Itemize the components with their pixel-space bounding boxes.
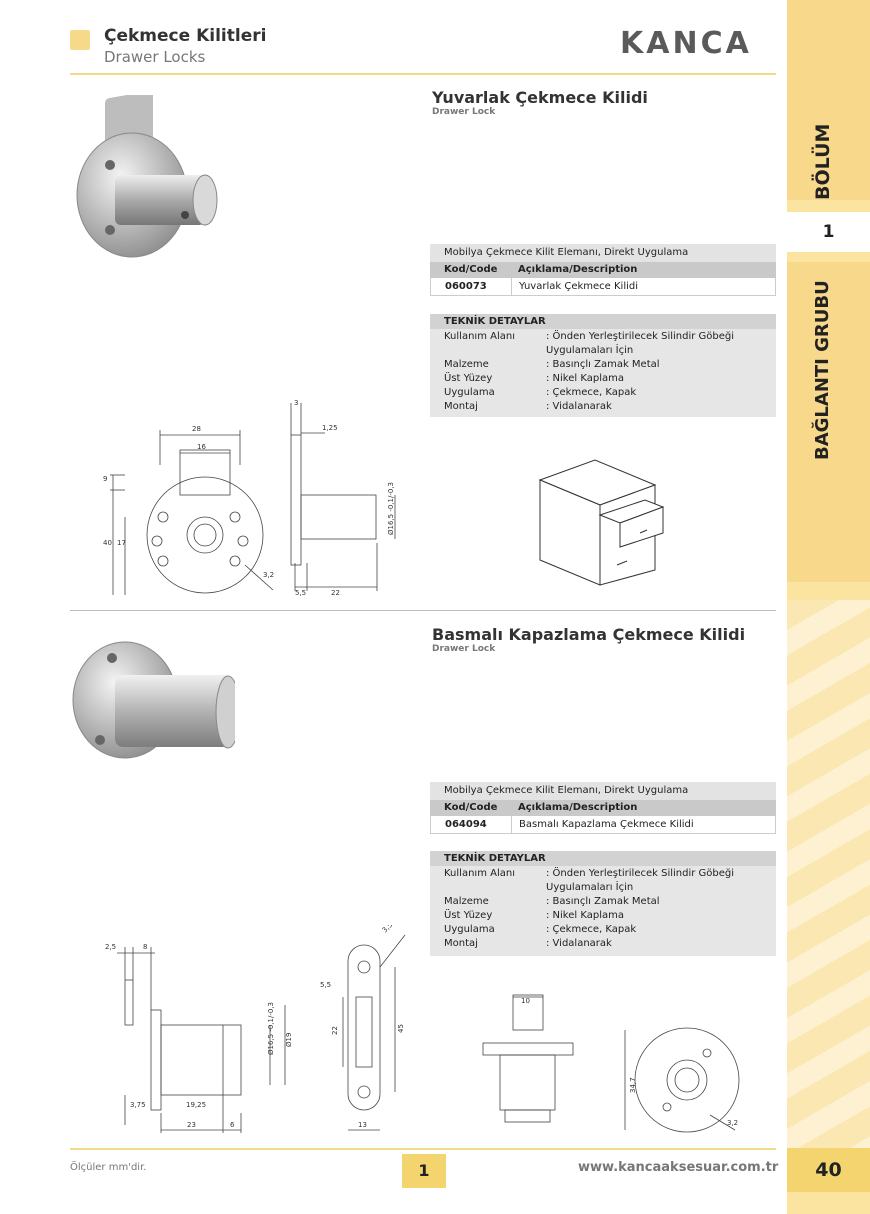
tech-value: Uygulamaları İçin bbox=[546, 345, 634, 356]
page-number: 40 bbox=[787, 1148, 870, 1192]
tech-value: : Önden Yerleştirilecek Silindir Göbeği bbox=[546, 868, 735, 879]
tech-key: Malzeme bbox=[444, 896, 489, 907]
tech-key: Montaj bbox=[444, 938, 478, 949]
brand-logo: KANCA bbox=[620, 26, 752, 61]
product1-subtitle: Drawer Lock bbox=[432, 107, 496, 117]
cabinet-illustration bbox=[538, 459, 665, 586]
dim-label: 19,25 bbox=[186, 1101, 206, 1109]
product2-title: Basmalı Kapazlama Çekmece Kilidi bbox=[432, 625, 746, 644]
page-title: Çekmece Kilitleri bbox=[104, 26, 267, 46]
dim-label: 28 bbox=[192, 425, 201, 433]
product2-subtitle: Drawer Lock bbox=[432, 644, 496, 654]
dim-label: Ø19 bbox=[285, 1033, 293, 1047]
section-divider bbox=[70, 610, 776, 611]
col-code-header: Kod/Code bbox=[444, 264, 498, 275]
product2-tech-title: TEKNİK DETAYLAR bbox=[430, 851, 776, 866]
col-desc-header: Açıklama/Description bbox=[518, 264, 638, 275]
dim-label: 16 bbox=[197, 443, 206, 451]
tech-key: Üst Yüzey bbox=[444, 910, 493, 921]
tech-key: Uygulama bbox=[444, 387, 495, 398]
tech-value: : Önden Yerleştirilecek Silindir Göbeği bbox=[546, 331, 735, 342]
dim-label: 45 bbox=[397, 1024, 405, 1033]
header-divider bbox=[70, 73, 776, 75]
side-decoration bbox=[787, 600, 870, 1160]
dim-label: 23 bbox=[187, 1121, 196, 1129]
tech-value: : Çekmece, Kapak bbox=[546, 924, 637, 935]
dim-label: 3,2 bbox=[263, 571, 274, 579]
dim-label: 34,7 bbox=[629, 1077, 637, 1093]
tech-key: Malzeme bbox=[444, 359, 489, 370]
dim-label: 40 bbox=[103, 539, 112, 547]
footer-note: Ölçüler mm'dir. bbox=[70, 1162, 147, 1173]
tech-key: Kullanım Alanı bbox=[444, 868, 515, 879]
product2-code-table: Mobilya Çekmece Kilit Elemanı, Direkt Uy… bbox=[430, 782, 776, 834]
tech-value: : Çekmece, Kapak bbox=[546, 387, 637, 398]
tech-value: : Vidalanarak bbox=[546, 938, 612, 949]
dim-label: 3 bbox=[294, 399, 298, 407]
product2-photo bbox=[72, 641, 235, 759]
product1-photo bbox=[76, 95, 218, 258]
dim-label: 6 bbox=[230, 1121, 235, 1129]
side-section-block bbox=[787, 0, 870, 200]
product1-tech-title: TEKNİK DETAYLAR bbox=[430, 314, 776, 329]
dim-label: Ø16,5 -0,1/-0,3 bbox=[267, 1002, 275, 1055]
tech-key: Üst Yüzey bbox=[444, 373, 493, 384]
side-group-label: BAĞLANTI GRUBU bbox=[812, 280, 833, 460]
dim-label: 17 bbox=[117, 539, 126, 547]
tech-key: Montaj bbox=[444, 401, 478, 412]
dim-label: 5,5 bbox=[320, 981, 331, 989]
table-row: 064094 Basmalı Kapazlama Çekmece Kilidi bbox=[430, 816, 776, 834]
product2-table-header: Kod/Code Açıklama/Description bbox=[430, 800, 776, 816]
header-marker bbox=[70, 30, 90, 50]
product1-table-header: Kod/Code Açıklama/Description bbox=[430, 262, 776, 278]
table-row: 060073 Yuvarlak Çekmece Kilidi bbox=[430, 278, 776, 296]
tech-value: : Nikel Kaplama bbox=[546, 373, 624, 384]
product2-category: Mobilya Çekmece Kilit Elemanı, Direkt Uy… bbox=[430, 782, 776, 800]
dim-label: Ø16,5 -0,1/-0,3 bbox=[387, 482, 395, 535]
tech-key: Kullanım Alanı bbox=[444, 331, 515, 342]
col-desc-header: Açıklama/Description bbox=[518, 802, 638, 813]
dim-label: 8 bbox=[143, 943, 147, 951]
page-subtitle: Drawer Locks bbox=[104, 48, 206, 66]
product2-tech-details: TEKNİK DETAYLAR Kullanım Alanı : Önden Ye… bbox=[430, 851, 776, 956]
tech-value: : Nikel Kaplama bbox=[546, 910, 624, 921]
dim-label: 1,25 bbox=[322, 424, 338, 432]
dim-label: 22 bbox=[331, 1026, 339, 1035]
product2-technical-drawing: 2,5 8 3,75 19,25 23 6 Ø16,5 -0,1/-0,3 Ø1… bbox=[105, 925, 740, 1133]
dim-label: 2,5 bbox=[105, 943, 116, 951]
tech-value: : Basınçlı Zamak Metal bbox=[546, 896, 660, 907]
product1-title: Yuvarlak Çekmece Kilidi bbox=[432, 88, 648, 107]
dim-label: 22 bbox=[331, 589, 340, 597]
col-code-header: Kod/Code bbox=[444, 802, 498, 813]
side-section-number: 1 bbox=[787, 212, 870, 252]
product1-category: Mobilya Çekmece Kilit Elemanı, Direkt Uy… bbox=[430, 244, 776, 262]
dim-label: 10 bbox=[521, 997, 530, 1005]
footer-url[interactable]: www.kancaaksesuar.com.tr bbox=[578, 1160, 779, 1175]
tech-value: : Vidalanarak bbox=[546, 401, 612, 412]
product1-code-table: Mobilya Çekmece Kilit Elemanı, Direkt Uy… bbox=[430, 244, 776, 296]
tech-key: Uygulama bbox=[444, 924, 495, 935]
dim-label: 9 bbox=[103, 475, 107, 483]
tech-value: Uygulamaları İçin bbox=[546, 882, 634, 893]
product1-desc: Yuvarlak Çekmece Kilidi bbox=[519, 281, 638, 292]
product1-tech-details: TEKNİK DETAYLAR Kullanım Alanı : Önden Ye… bbox=[430, 314, 776, 417]
product2-desc: Basmalı Kapazlama Çekmece Kilidi bbox=[519, 819, 694, 830]
footer-divider bbox=[70, 1148, 776, 1150]
product2-code: 064094 bbox=[445, 819, 487, 830]
dim-label: 3,5 bbox=[381, 925, 395, 934]
product1-technical-drawing: 28 16 9 40 17 3,2 3 1,25 5,5 22 Ø16,5 -0… bbox=[103, 399, 396, 597]
dim-label: 3,2 bbox=[727, 1119, 738, 1127]
dim-label: 13 bbox=[358, 1121, 367, 1129]
side-group-block bbox=[787, 262, 870, 582]
tech-value: : Basınçlı Zamak Metal bbox=[546, 359, 660, 370]
dim-label: 5,5 bbox=[295, 589, 306, 597]
product1-code: 060073 bbox=[445, 281, 487, 292]
dim-label: 3,75 bbox=[130, 1101, 146, 1109]
footer-chapter: 1 bbox=[402, 1154, 446, 1188]
